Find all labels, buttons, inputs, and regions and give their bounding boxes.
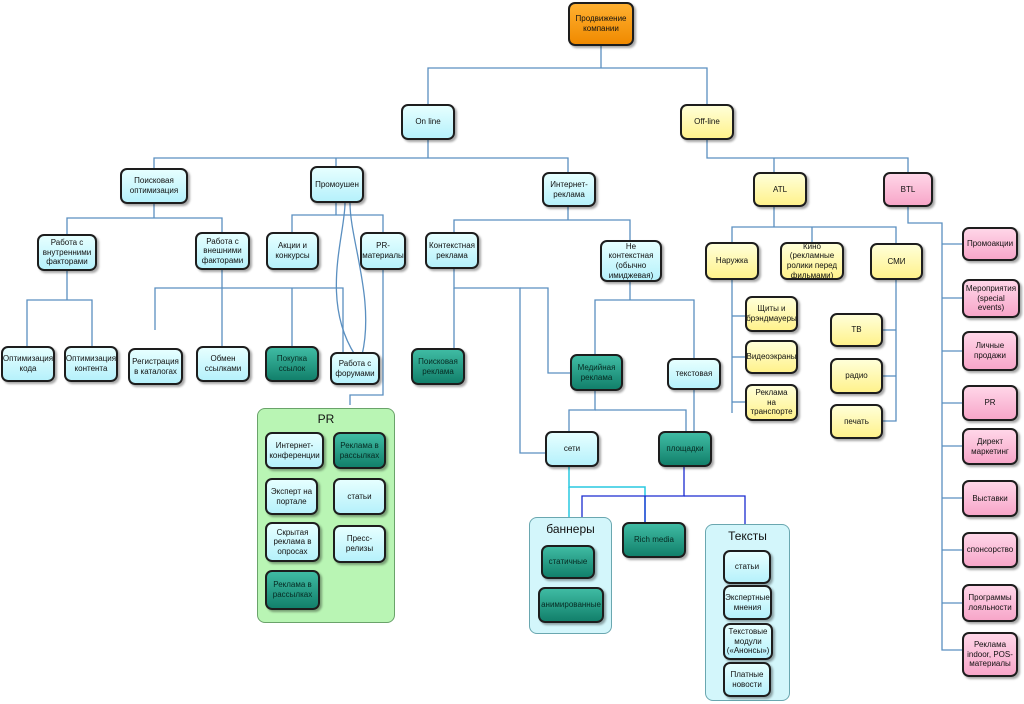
cinema-node: Кино (рекламные ролики перед фильмами) — [780, 242, 844, 280]
pr-group-title: PR — [317, 412, 335, 426]
btl-item-pr: PR — [962, 385, 1018, 421]
btl-item-personal-sales: Личные продажи — [962, 331, 1018, 371]
offline-node: Off-line — [680, 104, 734, 140]
btl-item-direct-marketing: Директ маркетинг — [962, 428, 1018, 465]
smi-item-print: печать — [830, 404, 883, 439]
atl-node: ATL — [753, 172, 807, 207]
outdoor-node: Наружка — [705, 242, 759, 280]
seo-external-node: Работа с внешними факторами — [195, 232, 250, 270]
banners-item-static: статичные — [541, 545, 595, 579]
btl-item-events: Мероприятия (special events) — [962, 279, 1020, 318]
smi-item-tv: ТВ — [830, 313, 883, 347]
smi-node: СМИ — [870, 243, 923, 280]
pr-item-newsletter-ads-2: Реклама в рассылках — [265, 570, 320, 610]
context-node: Контекстная реклама — [425, 232, 479, 269]
root-node: Продвижение компании — [568, 2, 634, 46]
pr-item-conferences: Интернет-конференции — [265, 432, 324, 469]
btl-node: BTL — [883, 172, 933, 207]
internet-ads-node: Интернет-реклама — [542, 172, 596, 207]
link-exchange-node: Обмен ссылками — [196, 346, 250, 382]
buy-links-node: Покупка ссылок — [265, 346, 319, 382]
btl-item-loyalty-programs: Программы лояльности — [962, 584, 1018, 622]
texts-item-text-modules: Текстовые модули («Анонсы») — [723, 623, 773, 660]
forums-node: Работа с форумами — [330, 352, 380, 385]
seo-internal-node: Работа с внутренними факторами — [37, 234, 97, 271]
texts-group-title: Тексты — [728, 529, 767, 543]
text-ads-node: текстовая — [667, 358, 721, 390]
pr-item-hidden-ads: Скрытая реклама в опросах — [265, 522, 320, 562]
opt-code-node: Оптимизация кода — [1, 346, 55, 382]
networks-node: сети — [545, 431, 599, 467]
pr-materials-node: PR-материалы — [360, 232, 406, 270]
pr-item-press-releases: Пресс-релизы — [333, 525, 386, 563]
search-ads-node: Поисковая реклама — [411, 348, 465, 385]
media-node: Медийная реклама — [570, 354, 623, 391]
texts-item-articles: статьи — [723, 550, 771, 584]
btl-item-indoor-pos: Реклама indoor, POS-материалы — [962, 632, 1018, 677]
btl-item-promo-actions: Промоакции — [962, 227, 1018, 261]
pr-item-newsletter-ads: Реклама в рассылках — [333, 432, 386, 469]
reg-catalogs-node: Регистрация в каталогах — [128, 348, 183, 385]
outdoor-item-video-screens: Видеоэкраны — [745, 340, 798, 374]
promo-node: Промоушен — [310, 166, 364, 203]
outdoor-item-billboards: Щиты и брэндмауеры — [745, 296, 798, 332]
outdoor-item-transport: Реклама на транспорте — [745, 384, 798, 421]
smi-item-radio: радио — [830, 358, 883, 394]
btl-item-sponsorship: спонсорство — [962, 532, 1018, 568]
pr-item-articles: статьи — [333, 478, 386, 515]
banners-group-title: баннеры — [546, 522, 595, 536]
actions-node: Акции и конкурсы — [266, 232, 319, 270]
btl-item-exhibitions: Выставки — [962, 480, 1018, 517]
banners-item-animated: анимированные — [538, 587, 604, 623]
non-context-node: Не контекстная (обычно имиджевая) — [600, 240, 662, 282]
texts-item-expert-opinions: Экспертные мнения — [723, 585, 772, 620]
rich-media-node: Rich media — [622, 522, 686, 558]
pr-item-expert-portal: Эксперт на портале — [265, 478, 318, 515]
opt-content-node: Оптимизация контента — [64, 346, 118, 382]
texts-item-paid-news: Платные новости — [723, 662, 771, 697]
online-node: On line — [401, 104, 455, 140]
platforms-node: площадки — [658, 431, 712, 467]
seo-node: Поисковая оптимизация — [120, 168, 188, 204]
